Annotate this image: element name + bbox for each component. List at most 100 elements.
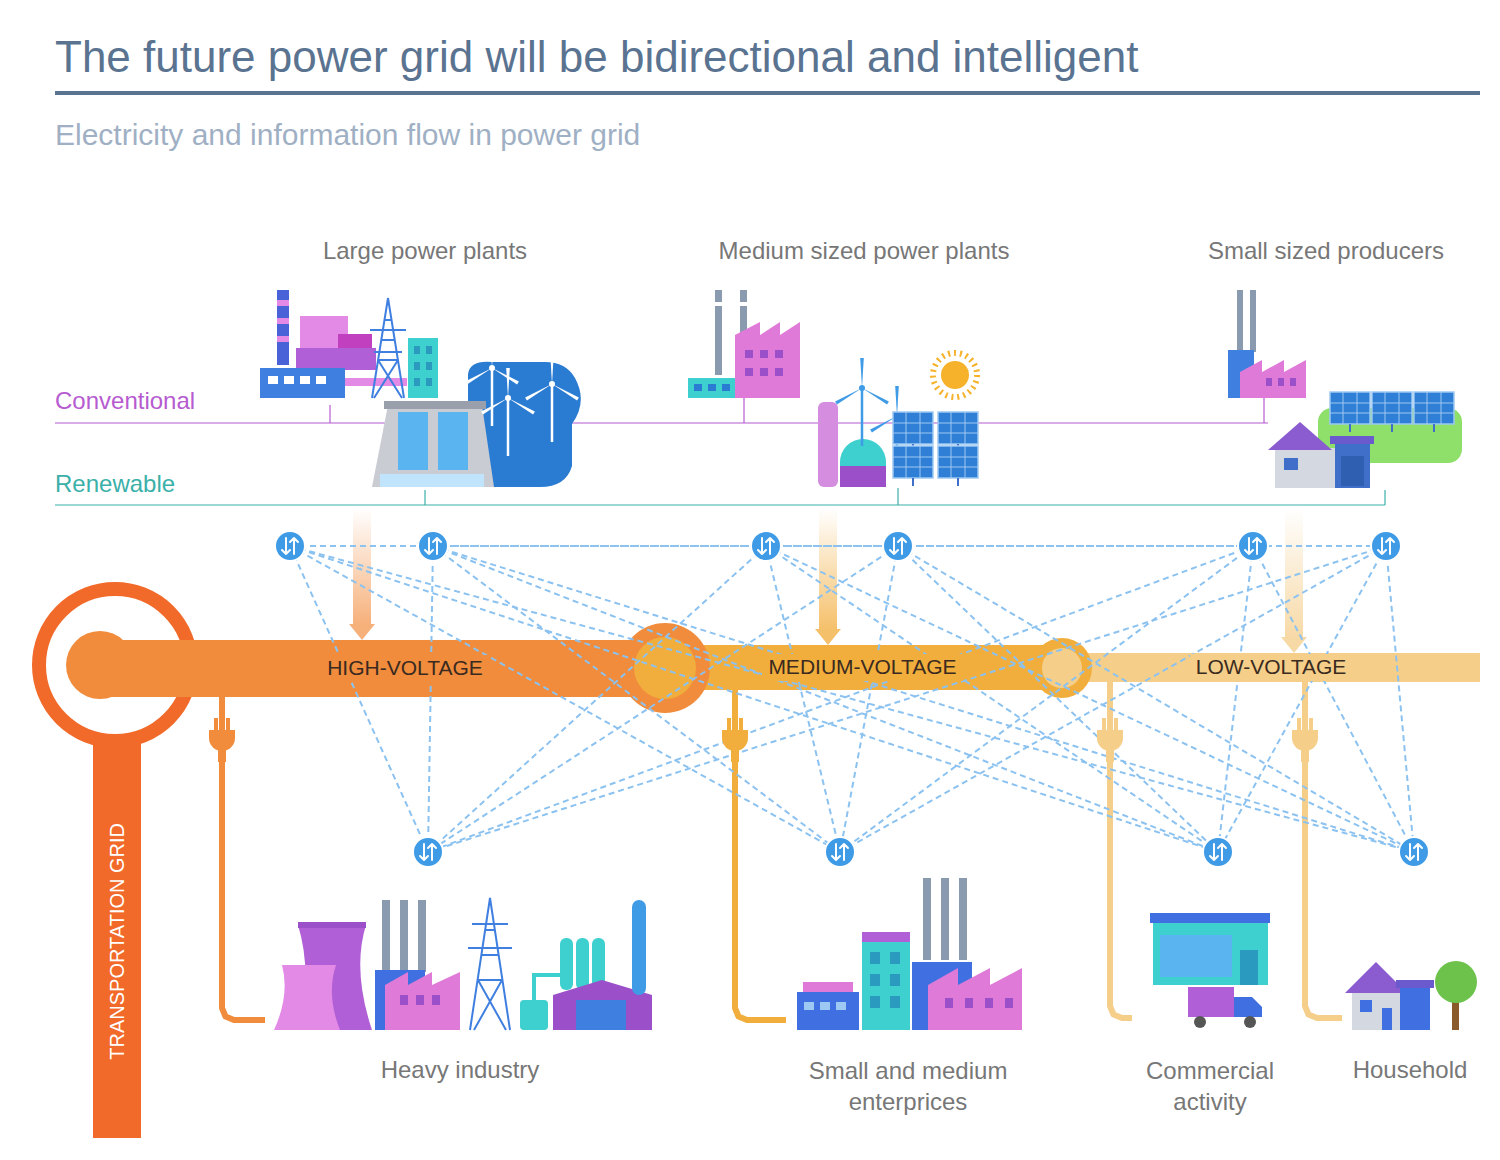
node-text: Household bbox=[1353, 1054, 1468, 1085]
plug-icon bbox=[214, 718, 218, 731]
large-power-plants-art bbox=[300, 376, 310, 384]
voltage-bands bbox=[1062, 653, 1480, 682]
node-text: LOW-VOLTAGE bbox=[1190, 654, 1353, 680]
data-hub bbox=[758, 538, 774, 554]
node-text: Medium sized power plants bbox=[719, 235, 1010, 266]
enterprises-art bbox=[797, 878, 1022, 1030]
voltage-bands bbox=[1032, 638, 1092, 698]
plug-icon bbox=[1097, 718, 1123, 762]
household-art bbox=[1435, 961, 1477, 1003]
small-producers-art bbox=[1372, 392, 1412, 432]
voltage-bands bbox=[634, 637, 696, 699]
voltage-bands bbox=[110, 640, 665, 697]
medium-power-plants-art bbox=[941, 361, 969, 389]
large-power-plants-art bbox=[525, 354, 579, 442]
small-producers-art bbox=[1414, 392, 1454, 432]
enterprises-art bbox=[923, 878, 931, 960]
tick-marks bbox=[743, 398, 744, 423]
data-hub bbox=[1371, 531, 1401, 561]
supply-arrow bbox=[353, 488, 371, 624]
commercial-art bbox=[1194, 1016, 1206, 1028]
medium-power-plants-art bbox=[715, 290, 722, 375]
large-power-plants-art bbox=[284, 376, 294, 384]
large-power-plants-art bbox=[414, 378, 420, 386]
producer-group: Small sized producers bbox=[1178, 235, 1474, 488]
data-link bbox=[1218, 546, 1253, 852]
large-power-plants-art bbox=[414, 362, 420, 370]
node-text: Small and medium enterprices bbox=[786, 1055, 1030, 1117]
large-power-plants-art bbox=[277, 336, 289, 342]
plug-icon bbox=[1114, 718, 1118, 731]
medium-power-plants-art bbox=[722, 384, 730, 391]
data-link bbox=[1253, 546, 1414, 852]
data-link bbox=[840, 546, 1253, 852]
heavy-industry-art bbox=[632, 900, 646, 995]
producer-group: Medium sized power plants bbox=[680, 235, 1048, 488]
large-power-plants-art bbox=[380, 474, 484, 487]
enterprises-art bbox=[870, 952, 900, 1008]
data-hub bbox=[1371, 531, 1401, 561]
voltage-bands bbox=[93, 738, 141, 1138]
commercial-art bbox=[1150, 913, 1270, 923]
data-link bbox=[428, 546, 766, 852]
enterprises-art bbox=[797, 992, 859, 1030]
data-hub bbox=[282, 538, 298, 554]
data-hub bbox=[425, 538, 441, 554]
data-hub bbox=[1238, 531, 1268, 561]
large-power-plants-art bbox=[438, 412, 468, 470]
commercial-art bbox=[1234, 997, 1262, 1017]
node-text: Heavy industry bbox=[381, 1054, 540, 1085]
heavy-industry-art bbox=[382, 900, 390, 972]
enterprises-art bbox=[945, 998, 1013, 1008]
plug-icon bbox=[218, 748, 226, 762]
large-power-plants-art bbox=[370, 298, 406, 398]
large-power-plants-art bbox=[408, 338, 438, 398]
node-text: HIGH-VOLTAGE bbox=[321, 655, 489, 681]
data-hub bbox=[1245, 538, 1261, 554]
data-hub bbox=[825, 837, 855, 867]
voltage-band: LOW-VOLTAGE bbox=[1062, 653, 1480, 682]
row-label: Conventional bbox=[55, 387, 195, 415]
medium-power-plants-art bbox=[840, 439, 886, 487]
heavy-industry-art bbox=[576, 938, 589, 990]
heavy-industry-art bbox=[274, 965, 340, 1030]
data-hub bbox=[883, 531, 913, 561]
renewable-line bbox=[55, 504, 1385, 505]
medium-power-plants-art bbox=[745, 350, 783, 376]
large-power-plants-art bbox=[316, 376, 326, 384]
data-link bbox=[766, 546, 1218, 852]
medium-power-plants-art bbox=[715, 302, 722, 306]
small-producers-art bbox=[1275, 448, 1335, 488]
plug-icon bbox=[727, 718, 731, 731]
heavy-industry-art bbox=[560, 938, 573, 990]
large-power-plants-art bbox=[398, 412, 428, 470]
consumer-group: Commercial activity bbox=[1132, 905, 1288, 1117]
small-producers-art bbox=[1240, 360, 1306, 398]
data-hub bbox=[418, 531, 448, 561]
large-power-plants-art bbox=[481, 368, 535, 456]
data-hub bbox=[751, 531, 781, 561]
node-text: Small sized producers bbox=[1208, 235, 1444, 266]
enterprises-art bbox=[959, 878, 967, 960]
voltage-bands bbox=[66, 631, 134, 699]
data-hub bbox=[883, 531, 913, 561]
heavy-industry-art bbox=[418, 900, 426, 972]
large-power-plants-art bbox=[260, 290, 581, 487]
data-link bbox=[1218, 546, 1386, 852]
medium-power-plants-art bbox=[688, 378, 738, 398]
data-hub bbox=[751, 531, 781, 561]
large-power-plants-art bbox=[426, 378, 432, 386]
heavy-industry-art bbox=[400, 900, 408, 972]
household-art bbox=[1345, 962, 1407, 993]
title-rule bbox=[55, 91, 1480, 95]
data-hub bbox=[1399, 837, 1429, 867]
plug-icon bbox=[1097, 730, 1123, 751]
data-hub bbox=[1399, 837, 1429, 867]
data-link bbox=[766, 546, 1414, 852]
data-hub bbox=[1378, 538, 1394, 554]
data-link bbox=[898, 546, 1218, 852]
transportation-bar: TRANSPORTATION GRID bbox=[93, 745, 141, 1138]
medium-power-plants-art bbox=[708, 384, 716, 391]
